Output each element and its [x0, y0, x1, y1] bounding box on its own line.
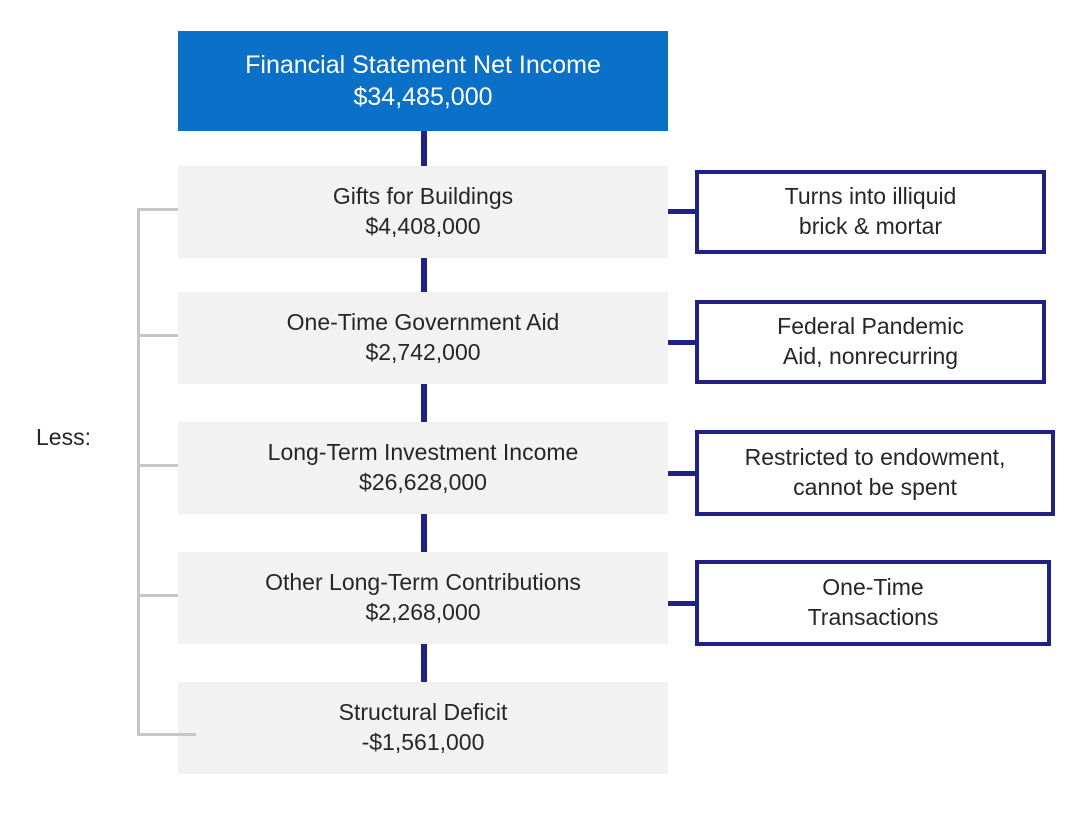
step-amount: $26,628,000: [359, 469, 487, 495]
callout-box-gifts-for-buildings: Turns into illiquid brick & mortar: [695, 170, 1046, 254]
callout-stub-2: [668, 340, 697, 345]
callout-line-2: cannot be spent: [793, 474, 957, 500]
less-bracket-tick-4: [137, 594, 178, 597]
connector-step-2-to-step-3: [421, 384, 427, 422]
callout-line-2: Aid, nonrecurring: [782, 343, 959, 369]
callout-line-1: Federal Pandemic: [777, 313, 964, 340]
step-box-structural-deficit: Structural Deficit -$1,561,000: [178, 682, 668, 774]
step-box-other-long-term-contributions: Other Long-Term Contributions $2,268,000: [178, 552, 668, 644]
connector-step-1-to-step-2: [421, 258, 427, 292]
step-amount: $2,742,000: [365, 339, 481, 365]
less-bracket-spine: [137, 208, 140, 736]
less-label: Less:: [36, 424, 91, 450]
callout-line-1: One-Time: [822, 574, 924, 601]
step-box-gifts-for-buildings: Gifts for Buildings $4,408,000: [178, 166, 668, 258]
callout-line-1: Turns into illiquid: [784, 183, 957, 210]
connector-step-3-to-step-4: [421, 514, 427, 552]
callout-line-2: Transactions: [807, 604, 939, 630]
connector-header-to-step-1: [421, 131, 427, 166]
step-label: Gifts for Buildings: [332, 183, 514, 210]
net-income-header-amount: $34,485,000: [353, 83, 493, 111]
less-bracket-tick-1: [137, 208, 178, 211]
callout-stub-1: [668, 209, 697, 214]
step-amount: $4,408,000: [365, 213, 481, 239]
step-amount: -$1,561,000: [361, 729, 485, 755]
step-label: Long-Term Investment Income: [267, 439, 579, 466]
less-bracket-tick-3: [137, 464, 178, 467]
callout-line-1: Restricted to endowment,: [744, 444, 1006, 471]
connector-step-4-to-step-5: [421, 644, 427, 682]
callout-stub-3: [668, 471, 697, 476]
step-box-one-time-government-aid: One-Time Government Aid $2,742,000: [178, 292, 668, 384]
callout-box-other-long-term-contributions: One-Time Transactions: [695, 560, 1051, 646]
callout-line-2: brick & mortar: [798, 213, 943, 239]
net-income-header-box: Financial Statement Net Income $34,485,0…: [178, 31, 668, 131]
callout-box-one-time-government-aid: Federal Pandemic Aid, nonrecurring: [695, 300, 1046, 384]
net-income-header-label: Financial Statement Net Income: [245, 51, 601, 79]
callout-stub-4: [668, 601, 697, 606]
step-label: Structural Deficit: [338, 699, 508, 726]
step-box-long-term-investment-income: Long-Term Investment Income $26,628,000: [178, 422, 668, 514]
step-label: Other Long-Term Contributions: [265, 569, 581, 596]
step-amount: $2,268,000: [365, 599, 481, 625]
less-bracket-tick-2: [137, 334, 178, 337]
callout-box-long-term-investment-income: Restricted to endowment, cannot be spent: [695, 430, 1055, 516]
less-bracket-tick-5: [137, 733, 196, 736]
step-label: One-Time Government Aid: [286, 309, 560, 336]
